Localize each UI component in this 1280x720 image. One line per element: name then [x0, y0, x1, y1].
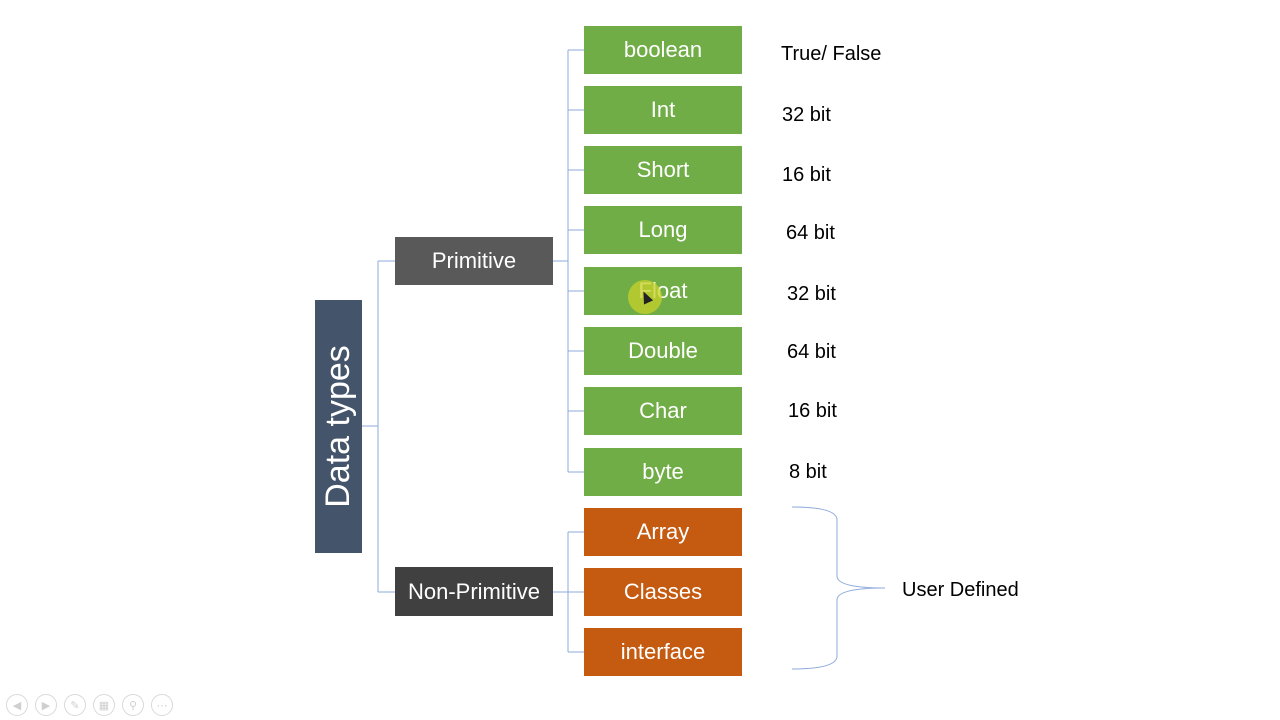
- pen-icon[interactable]: ✎: [64, 694, 86, 716]
- type-long: Long: [584, 206, 742, 254]
- root-node: Data types: [315, 300, 362, 553]
- note-long: 64 bit: [786, 222, 835, 244]
- cursor-highlight: [628, 280, 662, 314]
- type-int: Int: [584, 86, 742, 134]
- non-primitive-node: Non-Primitive: [395, 567, 553, 616]
- note-short: 16 bit: [782, 164, 831, 186]
- type-short: Short: [584, 146, 742, 194]
- zoom-icon[interactable]: ⚲: [122, 694, 144, 716]
- type-array: Array: [584, 508, 742, 556]
- note-double: 64 bit: [787, 341, 836, 363]
- more-icon[interactable]: ⋯: [151, 694, 173, 716]
- next-icon[interactable]: ▶: [35, 694, 57, 716]
- slides-icon[interactable]: ▦: [93, 694, 115, 716]
- type-double: Double: [584, 327, 742, 375]
- note-user-defined: User Defined: [902, 579, 1019, 601]
- note-boolean: True/ False: [781, 43, 882, 65]
- type-byte: byte: [584, 448, 742, 496]
- root-label: Data types: [319, 345, 357, 508]
- type-classes: Classes: [584, 568, 742, 616]
- type-interface: interface: [584, 628, 742, 676]
- type-char: Char: [584, 387, 742, 435]
- note-int: 32 bit: [782, 104, 831, 126]
- note-char: 16 bit: [788, 400, 837, 422]
- type-float: Float: [584, 267, 742, 315]
- note-float: 32 bit: [787, 283, 836, 305]
- primitive-node: Primitive: [395, 237, 553, 285]
- slideshow-toolbar: ◀ ▶ ✎ ▦ ⚲ ⋯: [6, 694, 173, 716]
- previous-icon[interactable]: ◀: [6, 694, 28, 716]
- type-boolean: boolean: [584, 26, 742, 74]
- note-byte: 8 bit: [789, 461, 827, 483]
